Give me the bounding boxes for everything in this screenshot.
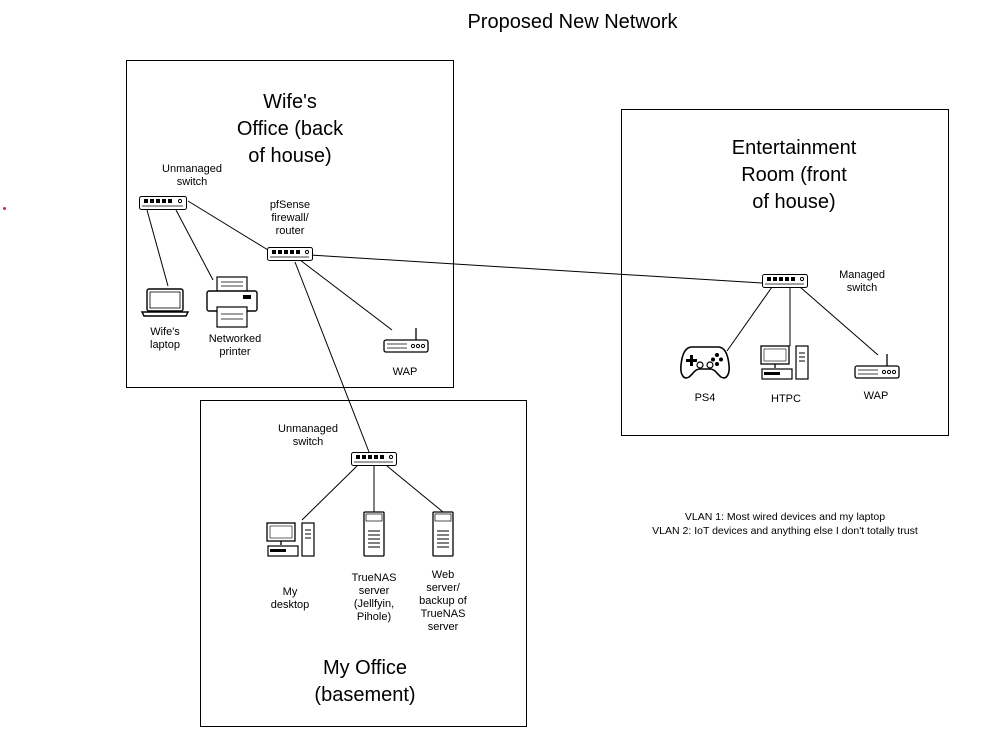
- printer-icon: [206, 276, 258, 328]
- managed-switch-label: Managed switch: [839, 269, 885, 294]
- switch-icon: [351, 452, 397, 466]
- link-managed-wap: [799, 286, 879, 356]
- diagram-title: Proposed New Network: [467, 11, 678, 33]
- vlan2-text: VLAN 2: IoT devices and anything else I …: [652, 525, 918, 537]
- wifes-office-room: [126, 60, 454, 388]
- entertainment-room: [621, 109, 949, 436]
- managed-switch-icon: [762, 274, 808, 288]
- basement-switch-label: Unmanaged switch: [278, 423, 338, 448]
- laptop-icon: [140, 288, 190, 317]
- link-pfsense-basement-switch: [294, 261, 370, 453]
- wap-office-label: WAP: [392, 366, 418, 378]
- vlan1-text: VLAN 1: Most wired devices and my laptop: [684, 511, 886, 523]
- ps4-label: PS4: [694, 392, 716, 404]
- wap-icon: [854, 354, 900, 379]
- switch-icon: [139, 196, 187, 210]
- link-wife-switch-laptop: [146, 209, 169, 287]
- router-switch-icon: [267, 247, 313, 261]
- wifes-office-label: Wife's Office (back of house): [236, 91, 344, 167]
- gamepad-icon: [680, 346, 730, 379]
- entertainment-room-label: Entertainment Room (front of house): [731, 137, 857, 213]
- wap-entertainment-label: WAP: [863, 390, 889, 402]
- wife-laptop-label: Wife's laptop: [150, 326, 180, 351]
- my-office-room: [200, 400, 527, 727]
- link-managed-ps4: [726, 286, 773, 352]
- htpc-label: HTPC: [771, 393, 801, 405]
- webserver-label: Web server/ backup of TrueNAS server: [419, 569, 467, 633]
- pfsense-label: pfSense firewall/ router: [269, 199, 311, 237]
- link-wife-switch-pfsense: [187, 200, 269, 251]
- stray-dot: [3, 207, 6, 210]
- desktop-computer-icon: [266, 522, 315, 557]
- wap-icon: [383, 328, 429, 353]
- link-pfsense-wap: [299, 259, 393, 331]
- truenas-label: TrueNAS server (Jellfyin, Pihole): [351, 572, 397, 623]
- link-basement-desktop: [301, 465, 358, 521]
- wife-switch-label: Unmanaged switch: [162, 163, 222, 188]
- desktop-label: My desktop: [270, 586, 310, 611]
- server-icon: [432, 511, 454, 557]
- my-office-label: My Office (basement): [314, 657, 416, 706]
- link-pfsense-managed-switch: [309, 254, 763, 284]
- link-basement-webserver: [386, 465, 444, 513]
- desktop-computer-icon: [760, 345, 809, 380]
- vlan-legend: VLAN 1: Most wired devices and my laptop…: [630, 510, 940, 538]
- server-icon: [363, 511, 385, 557]
- link-wife-switch-printer: [175, 209, 214, 281]
- printer-label: Networked printer: [208, 333, 262, 358]
